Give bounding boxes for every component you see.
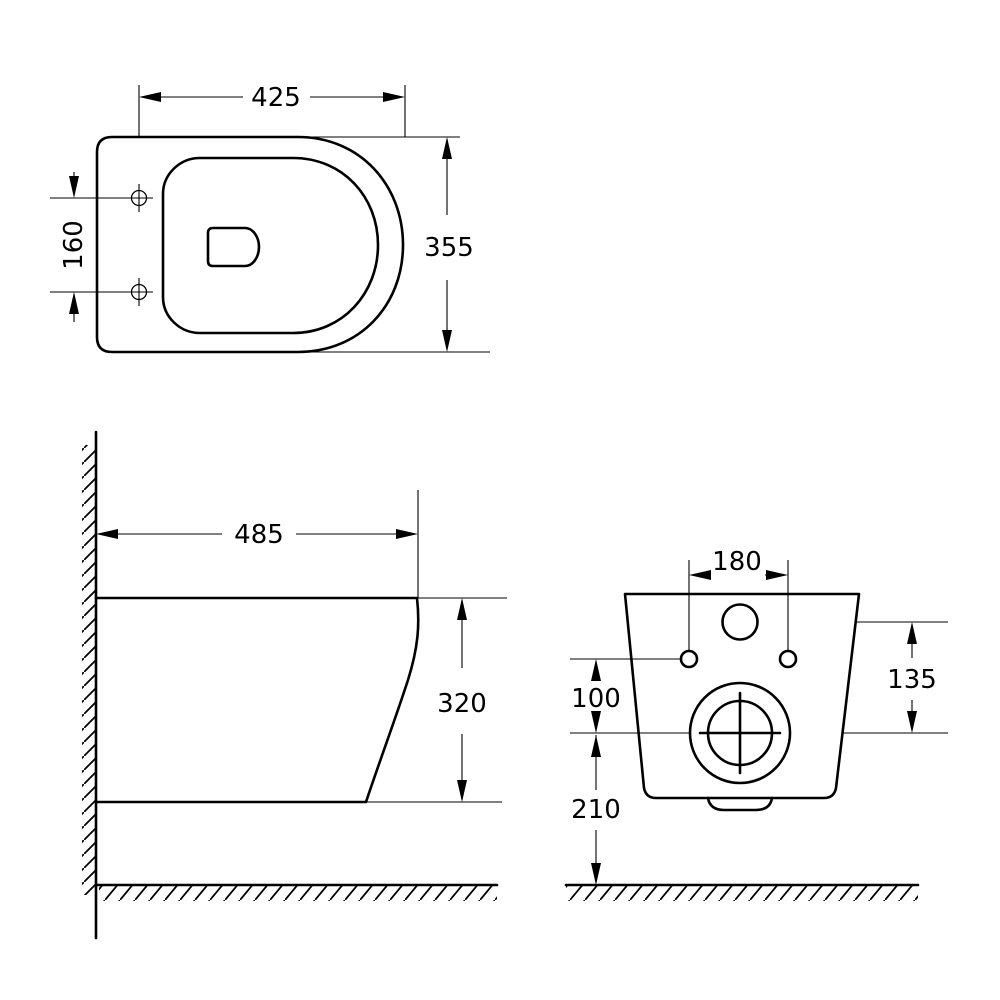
fixing-hole-lower bbox=[125, 278, 153, 306]
front-view: 180 135 100 210 bbox=[564, 547, 948, 901]
dimension-100 bbox=[570, 658, 690, 734]
fixing-hole-upper bbox=[125, 184, 153, 212]
dimension-label-355: 355 bbox=[424, 233, 474, 263]
dimension-label-320: 320 bbox=[437, 689, 487, 719]
dimension-label-425: 425 bbox=[251, 83, 301, 113]
front-view-body bbox=[623, 592, 861, 800]
dimension-label-485: 485 bbox=[234, 520, 284, 550]
dimension-label-160: 160 bbox=[59, 220, 89, 270]
dimension-label-180: 180 bbox=[712, 547, 762, 577]
front-fixing-hole-right bbox=[778, 649, 798, 669]
dimension-355: 355 bbox=[298, 136, 490, 353]
front-fixing-hole-left bbox=[679, 649, 699, 669]
dimension-320: 320 bbox=[366, 597, 507, 803]
top-view: 425 355 160 bbox=[50, 83, 490, 354]
dimension-label-135: 135 bbox=[887, 665, 937, 695]
side-view: 485 320 bbox=[82, 430, 507, 940]
dimension-485: 485 bbox=[96, 490, 419, 598]
dimension-135: 135 bbox=[843, 621, 948, 734]
front-view-base-foot bbox=[706, 796, 774, 812]
top-view-outline bbox=[95, 135, 405, 354]
drain-outlet bbox=[688, 681, 792, 785]
dimension-160: 160 bbox=[50, 172, 125, 322]
dimension-label-100: 100 bbox=[571, 684, 621, 714]
floor-hatch-right bbox=[566, 885, 918, 901]
floor-hatch-left bbox=[99, 885, 497, 901]
dimension-label-210: 210 bbox=[571, 795, 621, 825]
dimension-210 bbox=[591, 735, 601, 885]
dimension-425: 425 bbox=[138, 83, 406, 137]
dimension-180: 180 bbox=[688, 547, 789, 650]
water-inlet bbox=[721, 603, 759, 641]
top-view-outlet bbox=[206, 226, 261, 268]
wall-hatch bbox=[82, 445, 96, 895]
top-view-bowl-rim bbox=[161, 156, 380, 335]
side-view-body bbox=[94, 596, 420, 804]
